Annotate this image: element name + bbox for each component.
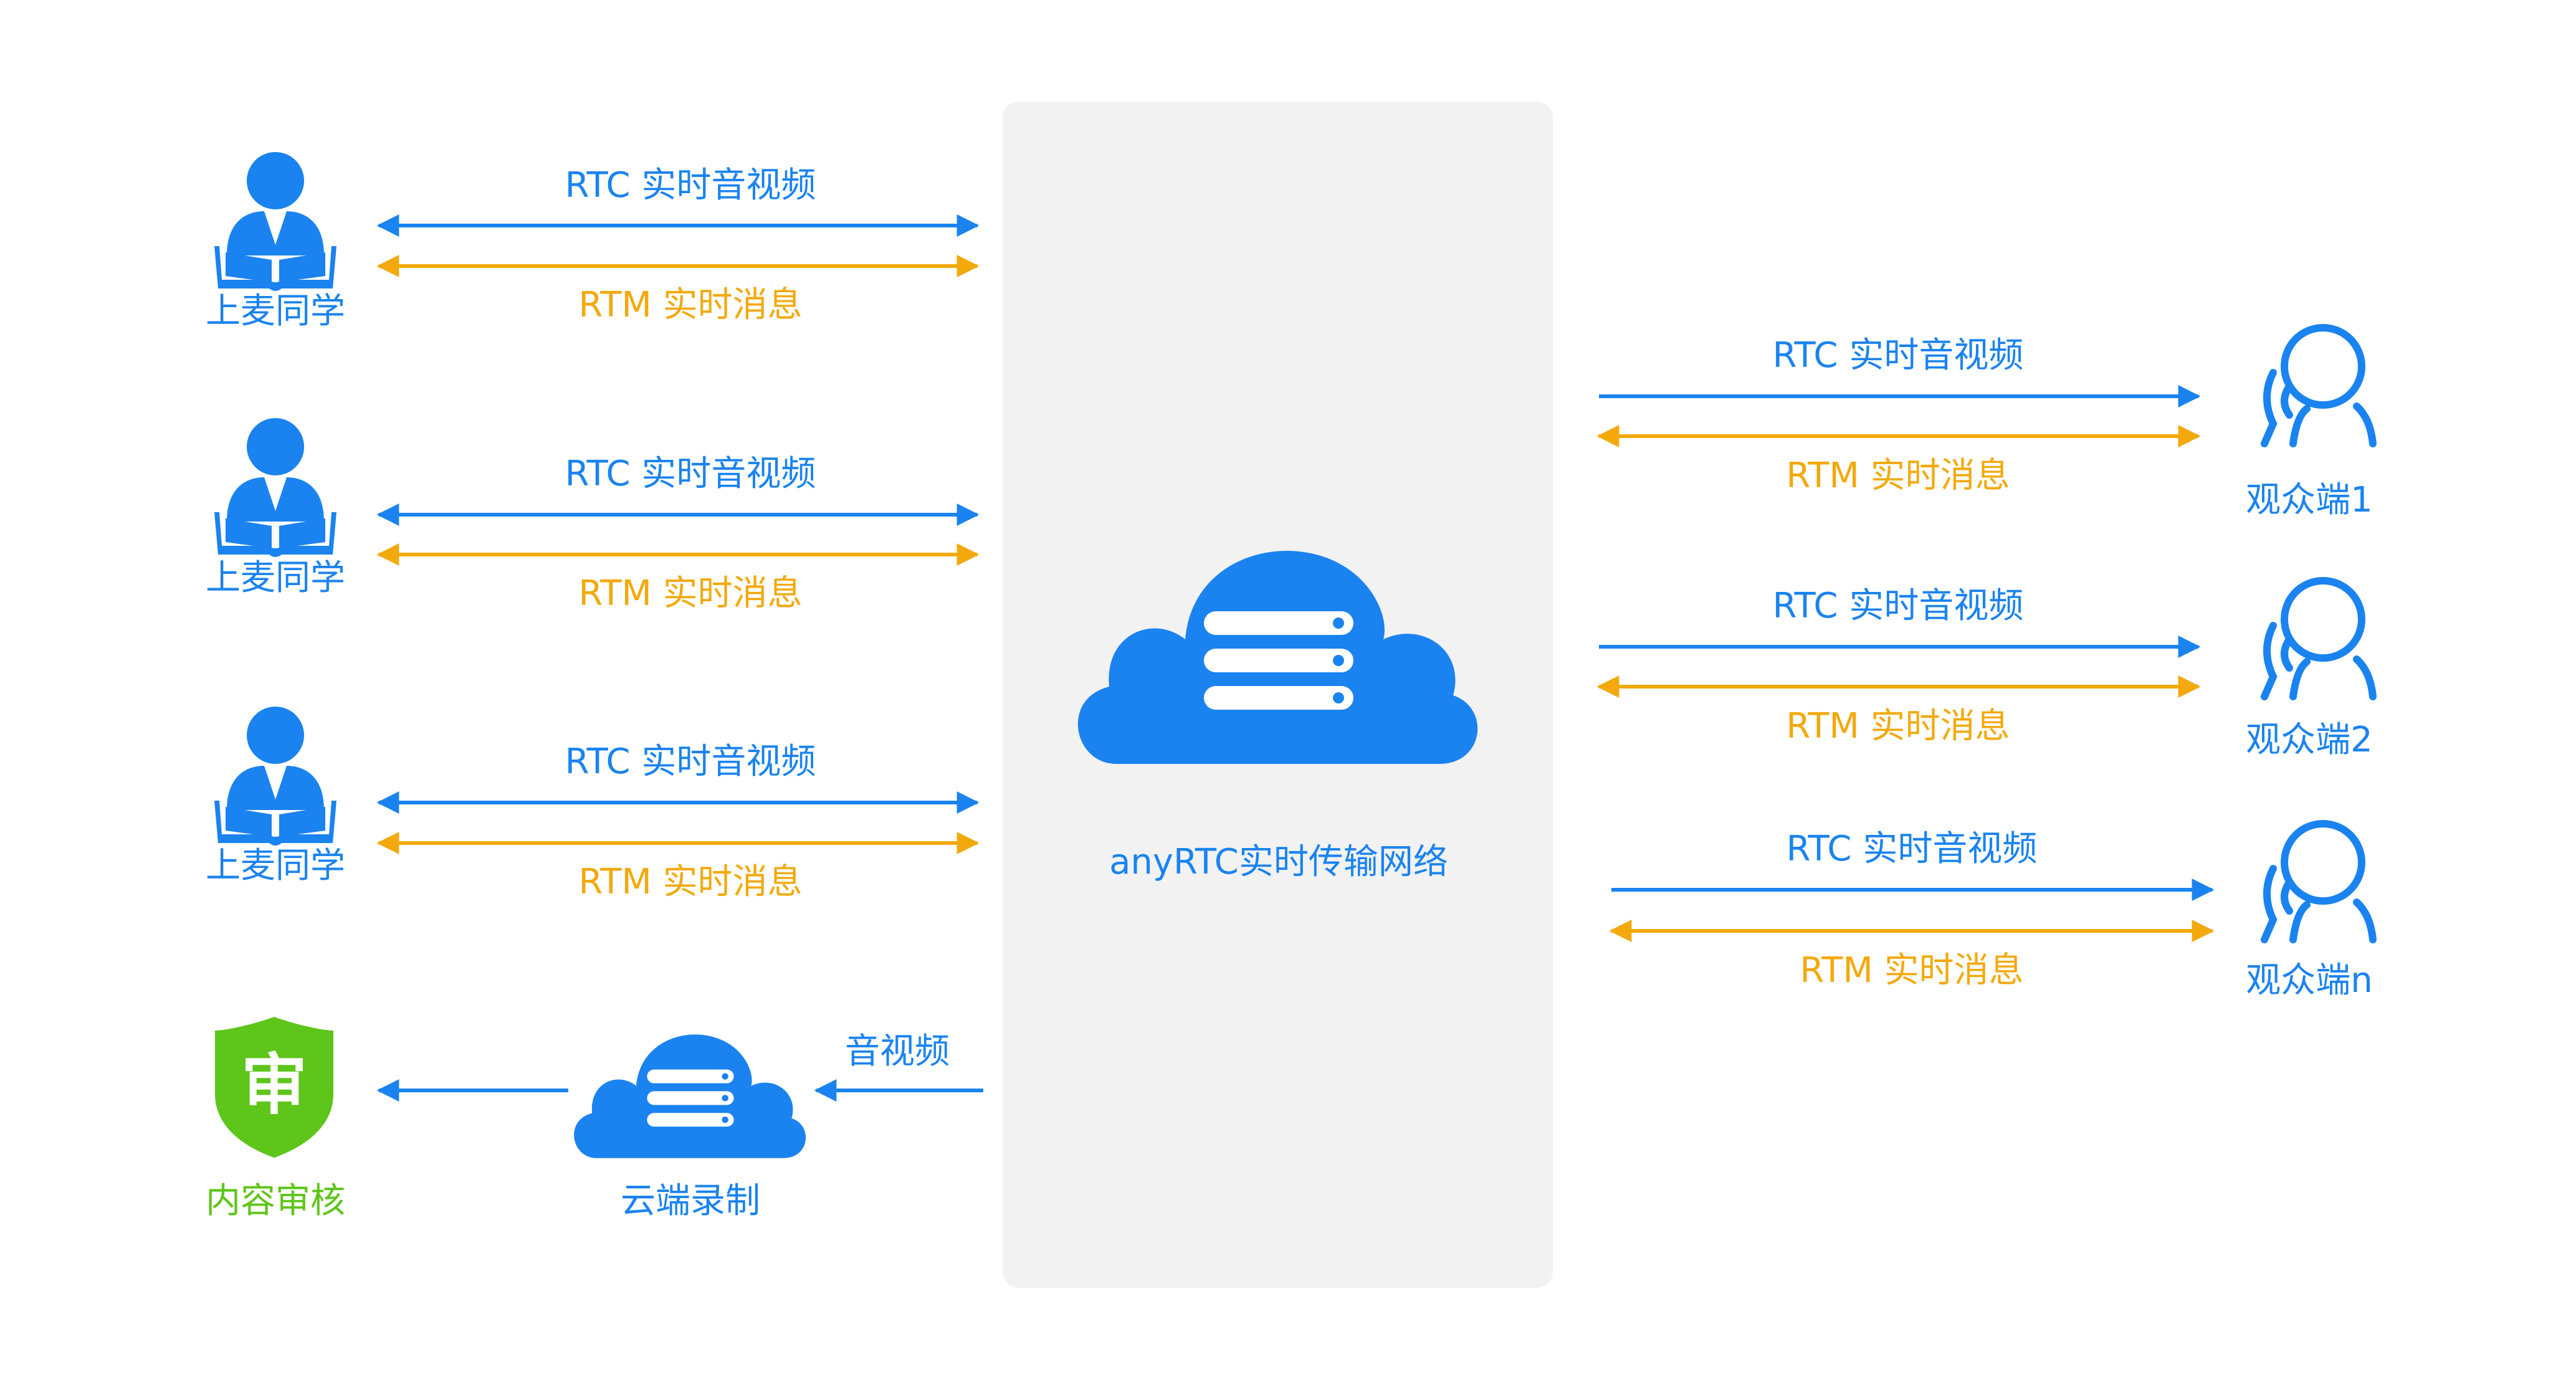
hub-label: anyRTC实时传输网络 [1109,842,1448,882]
rtc-label: RTC 实时音视频 [565,165,816,206]
student-reading-icon [214,152,336,291]
student-label: 上麦同学 [206,291,345,331]
moderation-label: 内容审核 [206,1181,345,1221]
viewer-label: 观众端1 [2246,480,2373,520]
shield-glyph: 审 [241,1047,307,1123]
student-label: 上麦同学 [206,846,345,886]
rtm-label: RTM 实时消息 [578,862,803,902]
shield-review-icon: 审 [215,1017,333,1158]
student-reading-icon [214,418,336,557]
rtc-label: RTC 实时音视频 [565,741,816,782]
rtc-label: RTC 实时音视频 [1772,586,2024,626]
viewer-label: 观众端2 [2246,720,2373,760]
hub-cloud-server-icon [1077,551,1478,764]
rtm-label: RTM 实时消息 [1800,950,2024,991]
rtm-label: RTM 实时消息 [1786,455,2010,496]
student-label: 上麦同学 [206,558,345,598]
recording-label: 云端录制 [621,1181,760,1221]
viewer-person-icon [2264,824,2373,940]
recording-cloud-server-icon [574,1034,806,1158]
viewer-person-icon [2264,581,2373,697]
student-reading-icon [214,707,336,846]
viewer-person-icon [2264,328,2373,444]
rtm-label: RTM 实时消息 [1786,706,2010,746]
av-input-label: 音视频 [845,1031,950,1072]
rtc-label: RTC 实时音视频 [565,454,816,494]
rtm-label: RTM 实时消息 [578,573,803,614]
rtm-label: RTM 实时消息 [578,285,803,325]
viewer-label: 观众端n [2246,960,2373,1001]
rtc-label: RTC 实时音视频 [1786,829,2038,869]
rtc-label: RTC 实时音视频 [1772,335,2024,376]
